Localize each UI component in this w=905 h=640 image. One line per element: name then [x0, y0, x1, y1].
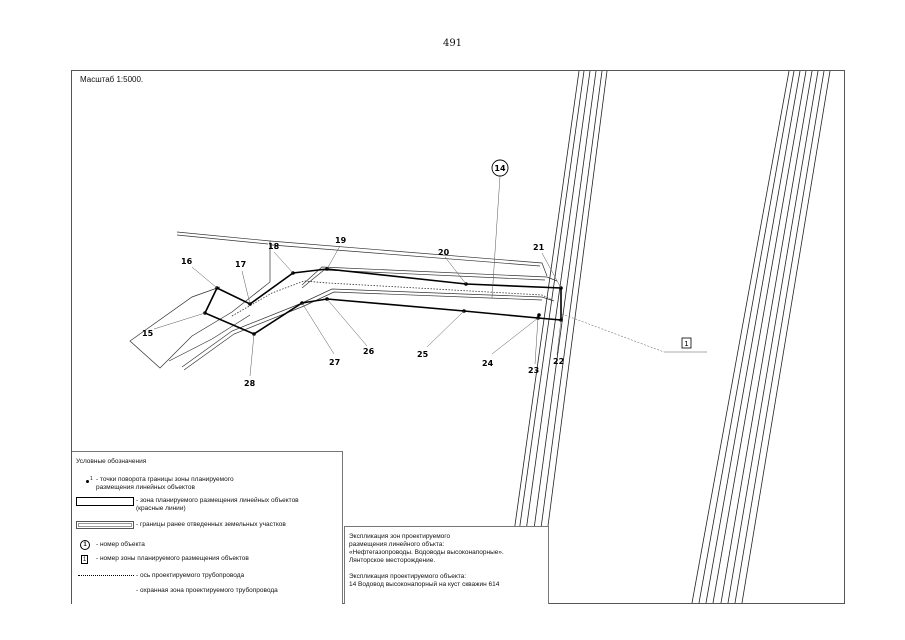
point-label-25: 25 [417, 350, 429, 359]
legend-row-object-number: 1 - номер объекта [76, 540, 145, 552]
axis-symbol [76, 572, 136, 580]
legend-buffer-text: - охранная зона проектируемого трубопров… [136, 587, 278, 594]
explication-line-5: Экспликация проектируемого объекта: [349, 573, 467, 580]
explication-line-1: Экспликация зон проектируемого [349, 533, 451, 540]
page-number: 491 [442, 38, 463, 49]
explication-box: Экспликация зон проектируемого размещени… [344, 526, 549, 604]
legend: Условные обозначения 1 - точки поворота … [72, 451, 343, 604]
legend-axis-text: - ось проектируемого трубопровода [136, 572, 245, 579]
point-label-24: 24 [482, 359, 494, 368]
point-label-22: 22 [553, 357, 564, 366]
point-label-16: 16 [181, 257, 193, 266]
legend-zone-number-text: - номер зоны планируемого размещения объ… [96, 555, 249, 562]
legend-row-parcels: - границы ранее отведенных земельных уча… [76, 521, 286, 531]
map-canvas: 15 16 17 18 19 20 21 22 23 24 25 26 27 2… [129, 71, 831, 603]
buffer-symbol [76, 587, 136, 595]
turn-points [203, 267, 563, 336]
legend-row-axis: - ось проектируемого трубопровода [76, 572, 244, 580]
zone-number-symbol: 1 [81, 555, 88, 564]
object-number-symbol: 1 [76, 540, 96, 552]
point-label-18: 18 [268, 242, 280, 251]
point-label-19: 19 [335, 236, 347, 245]
zone-number-label: 1 [684, 340, 688, 348]
explication-line-6: 14 Водовод высоконапорный на куст скважи… [349, 581, 500, 588]
turn-point-symbol: 1 [76, 476, 96, 486]
legend-parcels-text: - границы ранее отведенных земельных уча… [136, 521, 286, 528]
point-label-15: 15 [142, 329, 154, 338]
legend-zone-text: - зона планируемого размещения линейных … [136, 497, 299, 512]
point-label-27: 27 [329, 358, 340, 367]
point-label-23: 23 [528, 366, 539, 375]
road-corridor-left [503, 71, 608, 603]
zone-symbol [76, 497, 136, 509]
legend-row-buffer: - охранная зона проектируемого трубопров… [76, 587, 278, 595]
point-label-17: 17 [235, 260, 246, 269]
legend-row-turn-point: 1 - точки поворота границы зоны планируе… [76, 476, 271, 492]
explication-line-4: Лянторское месторождение. [349, 557, 436, 564]
legend-turn-point-text: - точки поворота границы зоны планируемо… [96, 476, 234, 491]
explication-line-2: размещения линейного объкта: [349, 541, 445, 548]
explication-line-3: «Нефтегазопроводы. Водоводы высоконапорн… [349, 549, 504, 556]
point-label-20: 20 [438, 248, 450, 257]
parcels-symbol [76, 521, 136, 531]
object-number-marker: 14 [491, 159, 509, 177]
point-label-28: 28 [244, 379, 256, 388]
object-number-label: 14 [494, 164, 506, 173]
legend-title: Условные обозначения [76, 458, 147, 465]
scale-label: Масштаб 1:5000. [80, 75, 144, 84]
zone-boundary [203, 268, 562, 335]
zone-number-marker: 1 [681, 337, 692, 349]
map-frame: 15 16 17 18 19 20 21 22 23 24 25 26 27 2… [71, 70, 845, 604]
legend-row-zone-number: 1 - номер зоны планируемого размещения о… [76, 555, 249, 567]
point-label-21: 21 [533, 243, 545, 252]
point-label-26: 26 [363, 347, 375, 356]
leader-lines [153, 175, 707, 377]
legend-object-number-text: - номер объекта [96, 541, 145, 548]
legend-row-zone: - зона планируемого размещения линейных … [76, 497, 316, 513]
road-corridor-right [691, 71, 831, 603]
